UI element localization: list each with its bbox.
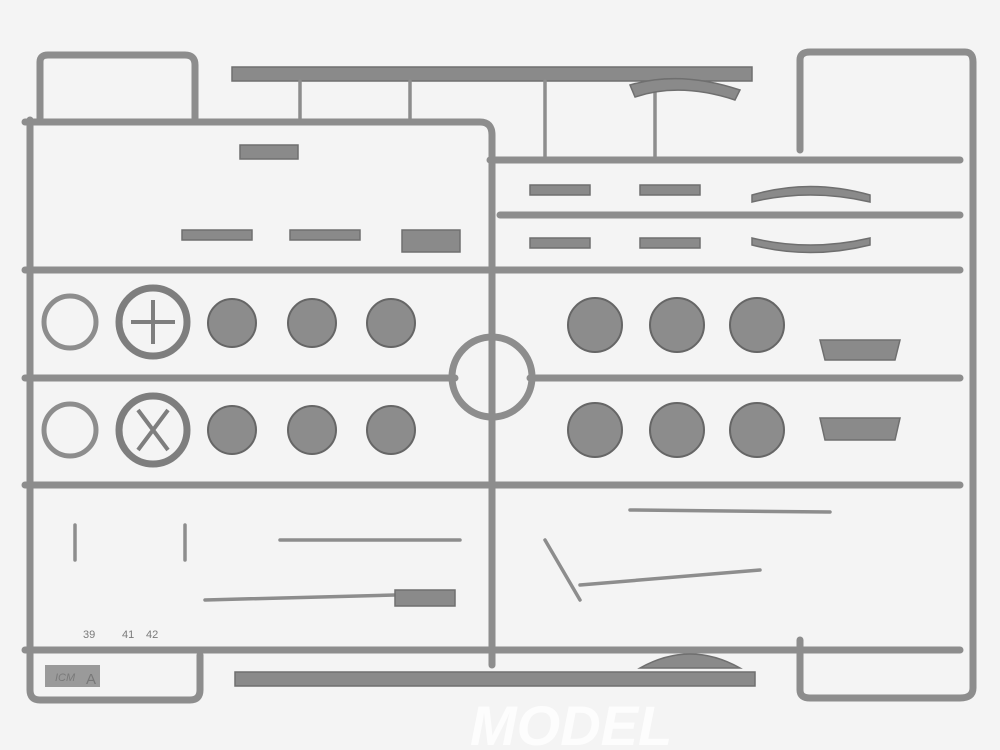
sprue-frame — [21, 48, 977, 704]
chassis-rail-top — [231, 66, 753, 162]
part-number: 41 — [122, 629, 134, 641]
watermark: MODEL — [470, 694, 672, 750]
sprue-tag: ICM A — [45, 665, 100, 688]
wheels — [41, 284, 785, 468]
part-number: 42 — [146, 629, 158, 641]
brand-mark: ICM — [55, 672, 76, 684]
small-parts — [73, 144, 901, 607]
chassis-rail-bottom — [234, 653, 756, 687]
part-number: 39 — [83, 629, 95, 641]
sprue-letter: A — [86, 671, 96, 688]
